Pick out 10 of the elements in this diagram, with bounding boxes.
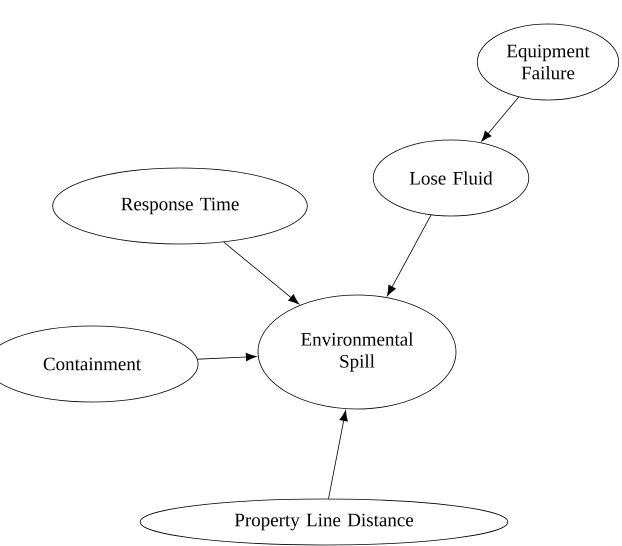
ellipse-node: Equipment Failure [476,24,620,100]
ellipse-node: Response Time [52,168,308,244]
ellipse-node: Lose Fluid [372,140,530,216]
ellipse-node: Property Line Distance [140,498,508,546]
arrow [223,242,300,304]
ellipse-node: Environmental Spill [258,294,456,410]
arrow [386,214,432,296]
arrow [481,96,520,142]
arrow [328,410,348,499]
arrow [197,352,257,362]
